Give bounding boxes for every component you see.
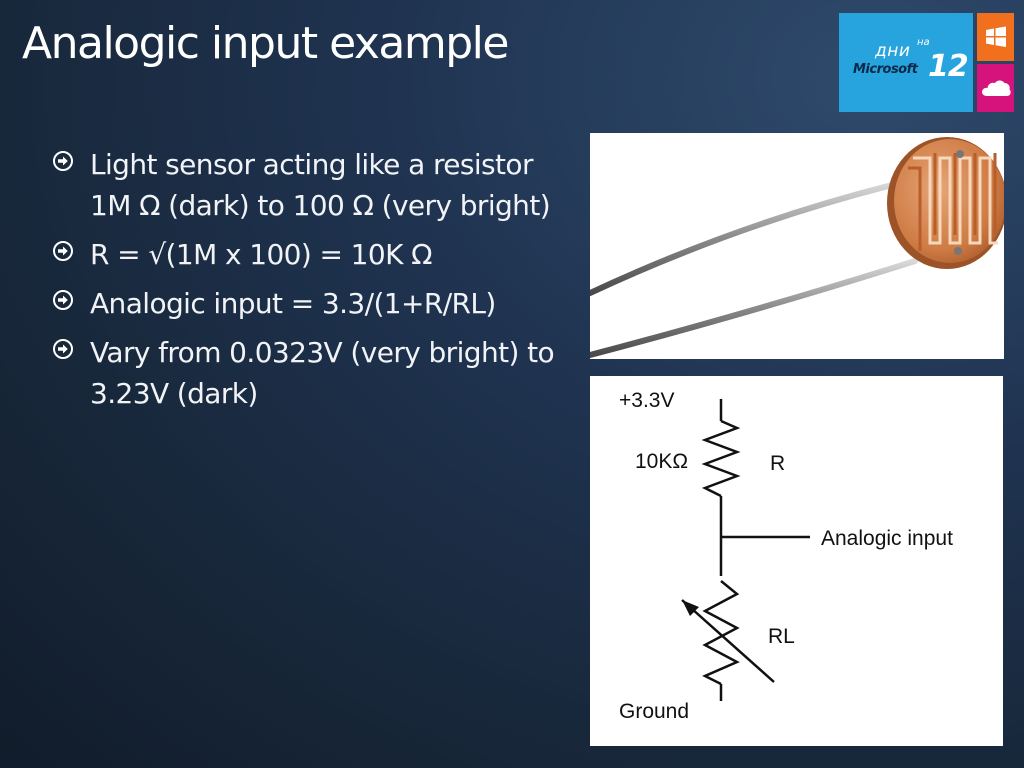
ground-label: Ground <box>619 700 690 723</box>
sensor-name-label: RL <box>768 625 795 648</box>
logo-text-na: на <box>917 37 930 48</box>
supply-label: +3.3V <box>619 389 675 412</box>
resistor-name-label: R <box>770 452 786 475</box>
photoresistor-drawing <box>590 137 1004 358</box>
cloud-tile <box>977 64 1014 112</box>
circuit-schematic <box>681 399 810 701</box>
bullet-item: Analogic input = 3.3/(1+R/RL) <box>50 283 560 324</box>
logo-text-number: 12 <box>928 49 969 84</box>
slide-title: Analogic input example <box>22 18 509 69</box>
bullet-text: Vary from 0.0323V (very bright) to 3.23V… <box>90 336 555 410</box>
circuit-diagram: +3.3V 10KΩ R Analogic input RL Ground <box>590 376 1003 746</box>
logo-text-dni: дни <box>875 41 911 61</box>
output-label: Analogic input <box>821 527 953 550</box>
circle-arrow-right-icon <box>53 339 73 359</box>
bullet-list: Light sensor acting like a resistor 1M Ω… <box>50 144 560 422</box>
bullet-text: Light sensor acting like a resistor 1M Ω… <box>90 148 551 222</box>
bullet-item: R = √(1M x 100) = 10K Ω <box>50 234 560 275</box>
bullet-item: Vary from 0.0323V (very bright) to 3.23V… <box>50 332 560 414</box>
bullet-text: R = √(1M x 100) = 10K Ω <box>90 238 433 271</box>
circle-arrow-right-icon <box>53 241 73 261</box>
cloud-icon <box>981 80 1011 96</box>
windows-logo-icon <box>985 26 1006 47</box>
circle-arrow-right-icon <box>53 290 73 310</box>
microsoft-days-logo: дни на Microsoft 12 <box>839 13 973 112</box>
windows-tile <box>977 13 1014 61</box>
resistor-value-label: 10KΩ <box>635 450 689 473</box>
circle-arrow-right-icon <box>53 151 73 171</box>
logo-text-brand: Microsoft <box>853 62 918 77</box>
bullet-item: Light sensor acting like a resistor 1M Ω… <box>50 144 560 226</box>
photoresistor-image <box>590 133 1004 359</box>
bullet-text: Analogic input = 3.3/(1+R/RL) <box>90 287 496 320</box>
